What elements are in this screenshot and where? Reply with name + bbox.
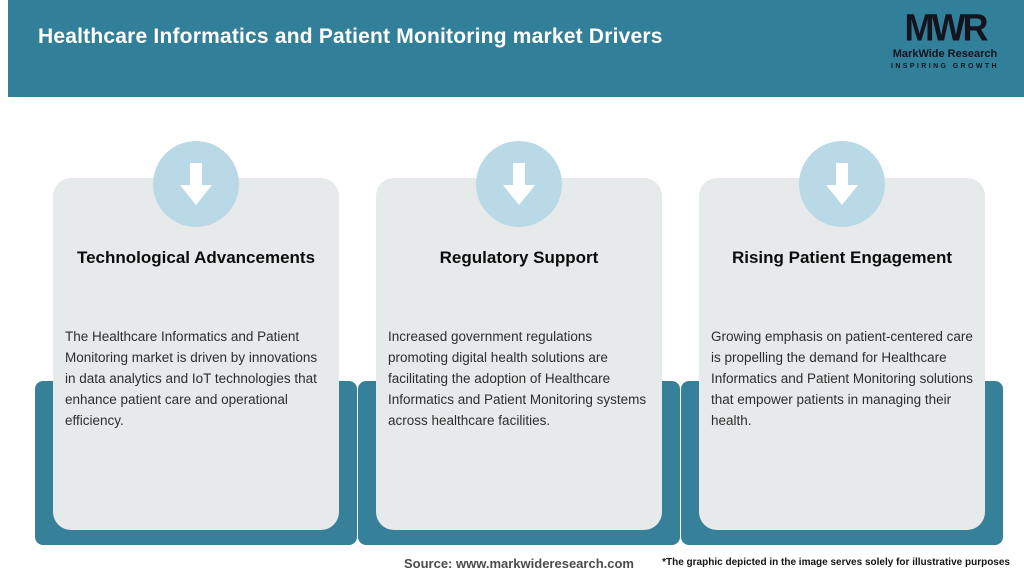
card-description: Increased government regulations promoti… bbox=[388, 329, 647, 428]
card-panel bbox=[699, 178, 985, 530]
driver-card-rising-patient-engagement: Rising Patient Engagement Growing emphas… bbox=[681, 0, 1003, 576]
header-bar: Healthcare Informatics and Patient Monit… bbox=[8, 0, 1024, 97]
logo-company-name: MarkWide Research bbox=[892, 48, 998, 61]
driver-card-regulatory-support: Regulatory Support Increased government … bbox=[358, 0, 680, 576]
card-title: Technological Advancements bbox=[76, 248, 316, 267]
down-arrow-icon bbox=[476, 141, 562, 227]
page-title: Healthcare Informatics and Patient Monit… bbox=[38, 25, 663, 48]
card-title: Regulatory Support bbox=[439, 248, 599, 267]
logo-acronym: MWR bbox=[904, 5, 989, 50]
card-title: Rising Patient Engagement bbox=[731, 248, 953, 267]
down-arrow-icon bbox=[799, 141, 885, 227]
card-panel bbox=[376, 178, 662, 530]
source-attribution: Source: www.markwideresearch.com bbox=[403, 556, 634, 571]
down-arrow-icon bbox=[153, 141, 239, 227]
card-description: Growing emphasis on patient-centered car… bbox=[711, 329, 973, 428]
markwide-research-logo: MWR MarkWide Research INSPIRING GROWTH bbox=[890, 5, 1000, 71]
driver-card-technological-advancements: Technological Advancements The Healthcar… bbox=[35, 0, 357, 576]
card-panel bbox=[53, 178, 339, 530]
disclaimer-note: *The graphic depicted in the image serve… bbox=[662, 557, 1010, 568]
logo-tagline: INSPIRING GROWTH bbox=[890, 63, 999, 71]
card-description: The Healthcare Informatics and Patient M… bbox=[65, 329, 318, 428]
